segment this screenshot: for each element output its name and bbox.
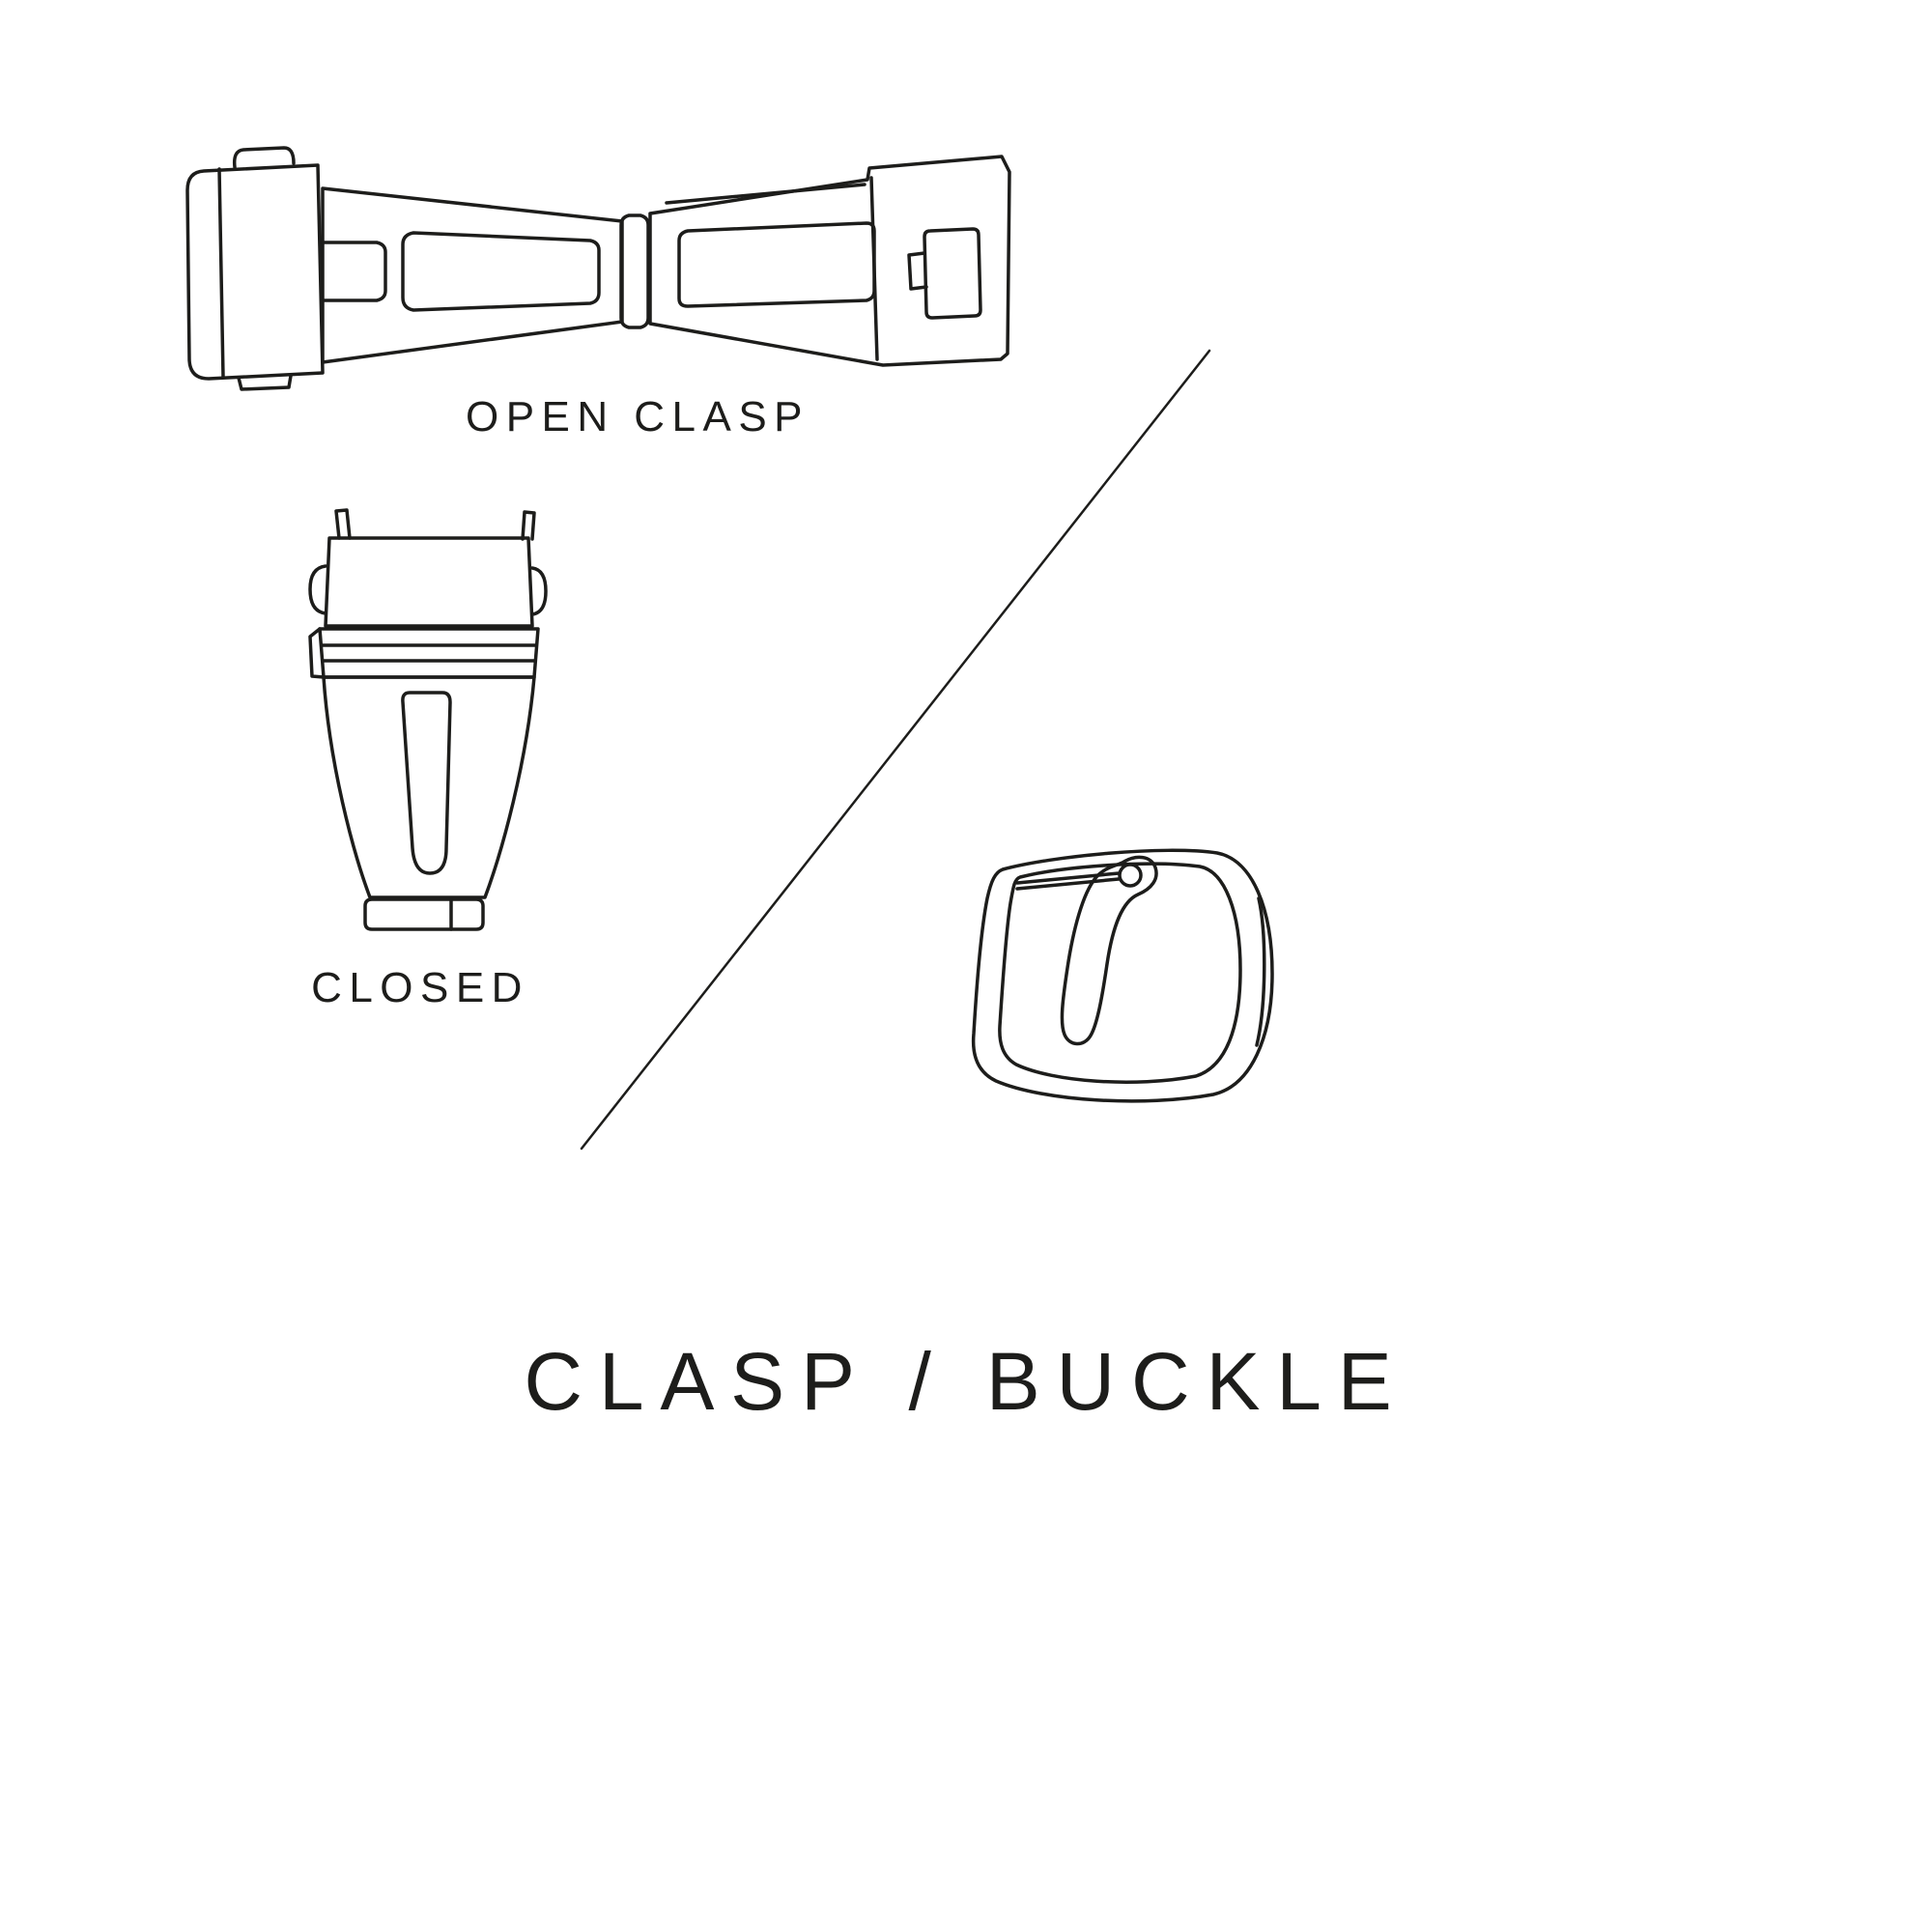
open-clasp-left-cap-fold-line [217, 167, 225, 379]
open-clasp-label: OPEN CLASP [465, 393, 810, 440]
open-clasp-left-arm-inner-outline [401, 231, 601, 312]
closed-clasp-top-cover [324, 536, 534, 628]
closed-clasp-hinge-band-left-tab [308, 627, 326, 679]
page-title: CLASP / BUCKLE [524, 1336, 1408, 1427]
open-clasp-left-arm [321, 186, 624, 364]
open-clasp-illustration [185, 146, 1011, 391]
buckle-right-band-edge [1255, 896, 1266, 1047]
open-clasp-right-end-window [923, 227, 982, 320]
closed-clasp-body [322, 675, 536, 899]
closed-clasp-hinge-band [318, 627, 540, 679]
open-clasp-right-end-hook [907, 251, 928, 291]
buckle-outer-frame [971, 848, 1274, 1103]
closed-clasp-label: CLOSED [311, 964, 529, 1011]
closed-clasp-right-ear [530, 566, 548, 616]
open-clasp-left-arm-notch [323, 241, 387, 302]
tang-buckle-illustration [971, 848, 1274, 1103]
buckle-tongue [1060, 855, 1158, 1046]
open-clasp-right-arm-top-edge-line [665, 183, 867, 205]
divider-line [580, 349, 1211, 1151]
open-clasp-right-arm [648, 155, 1011, 367]
buckle-tongue-loop [1118, 863, 1143, 888]
buckle-inner-frame [998, 862, 1242, 1084]
open-clasp-right-arm-inner-outline [677, 221, 876, 308]
closed-clasp-right-prong [521, 510, 536, 541]
open-clasp-left-cap [185, 163, 325, 381]
closed-clasp-foot [363, 897, 485, 931]
open-clasp-left-cap-top-tab [232, 146, 296, 169]
closed-clasp-left-ear [308, 564, 327, 615]
buckle-crossbar-top [1015, 871, 1121, 885]
closed-clasp-body-slot [401, 691, 452, 875]
open-clasp-left-cap-bottom-tab [237, 374, 293, 391]
closed-clasp-illustration [308, 508, 548, 931]
open-clasp-center-hinge [619, 213, 650, 329]
buckle-crossbar-bottom [1015, 877, 1121, 891]
closed-clasp-left-prong [334, 508, 352, 540]
